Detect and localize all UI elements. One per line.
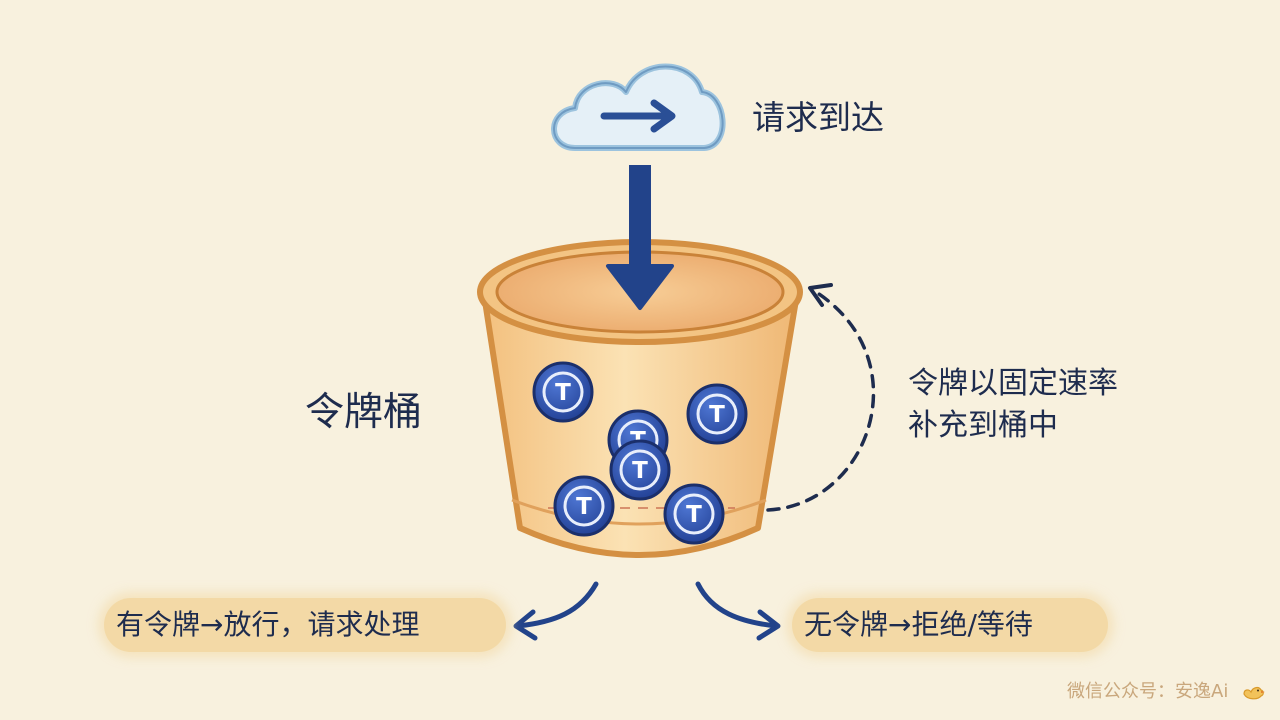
request-arrow-icon [606, 165, 674, 310]
token-icon: T [686, 383, 748, 445]
reject-outcome-label: 无令牌→拒绝/等待 [804, 608, 1033, 641]
cloud-icon [551, 63, 726, 151]
token-icon: T [663, 483, 725, 545]
token-symbol: T [686, 502, 702, 528]
pass-arrow-icon [513, 581, 599, 641]
token-symbol: T [555, 380, 571, 406]
reject-label-highlight [792, 598, 1108, 652]
token-icon: T [553, 475, 615, 537]
pass-outcome-label: 有令牌→放行，请求处理 [116, 608, 420, 641]
duck-icon [1243, 686, 1265, 700]
token-symbol: T [632, 458, 648, 484]
refill-label-line2: 补充到桶中 [908, 408, 1058, 443]
refill-label: 令牌以固定速率 补充到桶中 [908, 363, 1118, 447]
token-symbol: T [709, 402, 725, 428]
refill-label-line1: 令牌以固定速率 [908, 366, 1118, 401]
refill-arrow-icon [766, 283, 876, 512]
token-icon: T [609, 439, 671, 501]
token-bucket-label: 令牌桶 [305, 390, 423, 435]
token-symbol: T [576, 494, 592, 520]
token-group: TTTTTT [532, 361, 748, 545]
request-arrival-label: 请求到达 [752, 98, 884, 137]
reject-arrow-icon [695, 581, 781, 641]
pass-label-highlight [104, 598, 506, 652]
watermark-text: 微信公众号：安逸Ai [1067, 681, 1229, 702]
token-icon: T [532, 361, 594, 423]
